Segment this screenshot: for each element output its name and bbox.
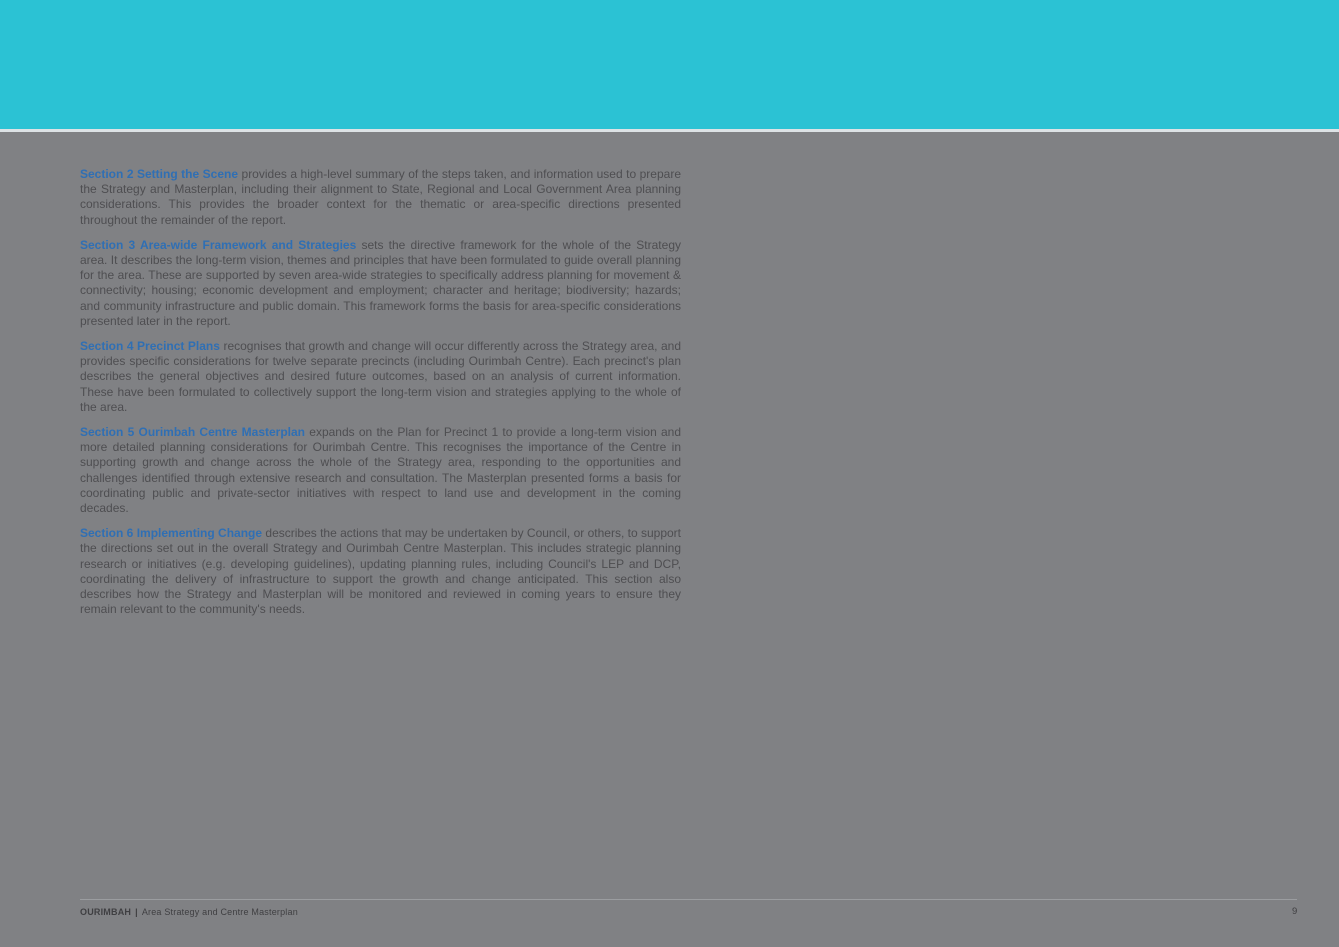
section-3-body: sets the directive framework for the who… — [80, 237, 681, 328]
header-band — [0, 0, 1339, 129]
section-4-paragraph: Section 4 Precinct Plans recognises that… — [80, 339, 681, 415]
page-number: 9 — [1292, 906, 1298, 917]
section-4-heading: Section 4 Precinct Plans — [80, 339, 220, 354]
header-divider-line — [0, 129, 1339, 132]
section-2-paragraph: Section 2 Setting the Scene provides a h… — [80, 167, 681, 228]
section-3-paragraph: Section 3 Area-wide Framework and Strate… — [80, 238, 681, 329]
footer-separator: | — [135, 907, 138, 917]
section-5-heading: Section 5 Ourimbah Centre Masterplan — [80, 425, 306, 440]
footer-rule — [80, 899, 1297, 900]
section-6-paragraph: Section 6 Implementing Change describes … — [80, 526, 681, 617]
footer-title: OURIMBAH|Area Strategy and Centre Master… — [80, 906, 298, 918]
footer-document-title: Area Strategy and Centre Masterplan — [141, 907, 298, 917]
section-2-body: provides a high-level summary of the ste… — [80, 167, 681, 227]
section-6-body: describes the actions that may be undert… — [80, 526, 681, 617]
section-2-heading: Section 2 Setting the Scene — [80, 167, 239, 181]
section-5-paragraph: Section 5 Ourimbah Centre Masterplan exp… — [80, 425, 681, 516]
section-5-body: expands on the Plan for Precinct 1 to pr… — [80, 425, 682, 516]
section-6-heading: Section 6 Implementing Change — [80, 526, 263, 541]
section-3-heading: Section 3 Area-wide Framework and Strate… — [80, 237, 357, 252]
section-4-body: recognises that growth and change will o… — [80, 339, 681, 414]
content-column: Section 2 Setting the Scene provides a h… — [80, 167, 681, 627]
footer-brand: OURIMBAH — [80, 907, 132, 917]
